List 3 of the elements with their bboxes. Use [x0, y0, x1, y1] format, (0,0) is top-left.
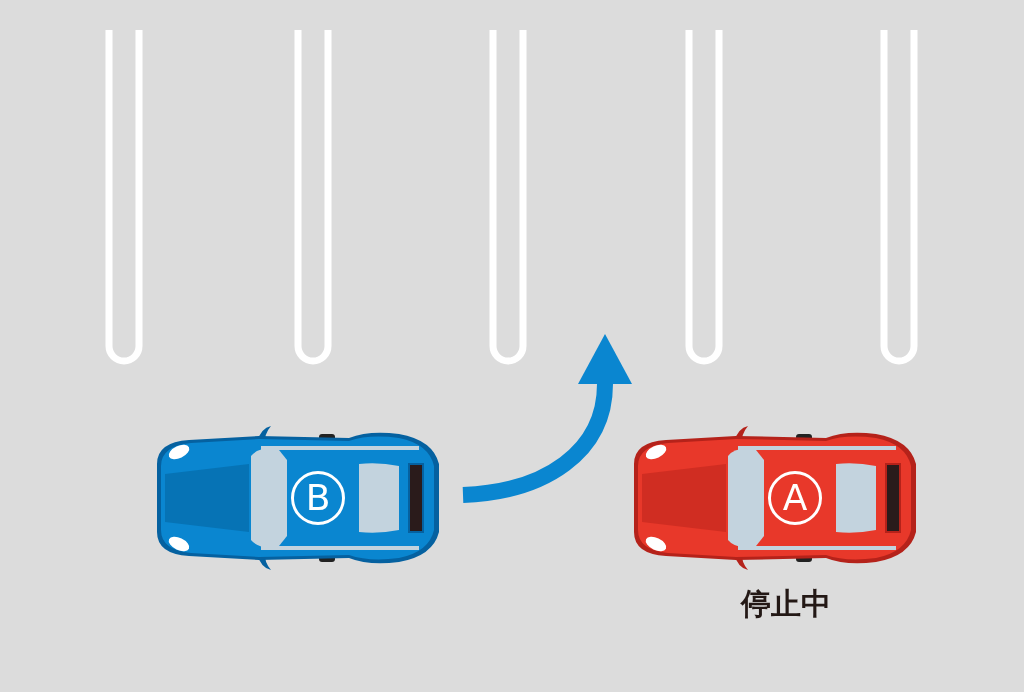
circled-letter: A	[768, 471, 822, 525]
status-label: 停止中	[739, 585, 832, 623]
circled-letter: B	[291, 471, 345, 525]
